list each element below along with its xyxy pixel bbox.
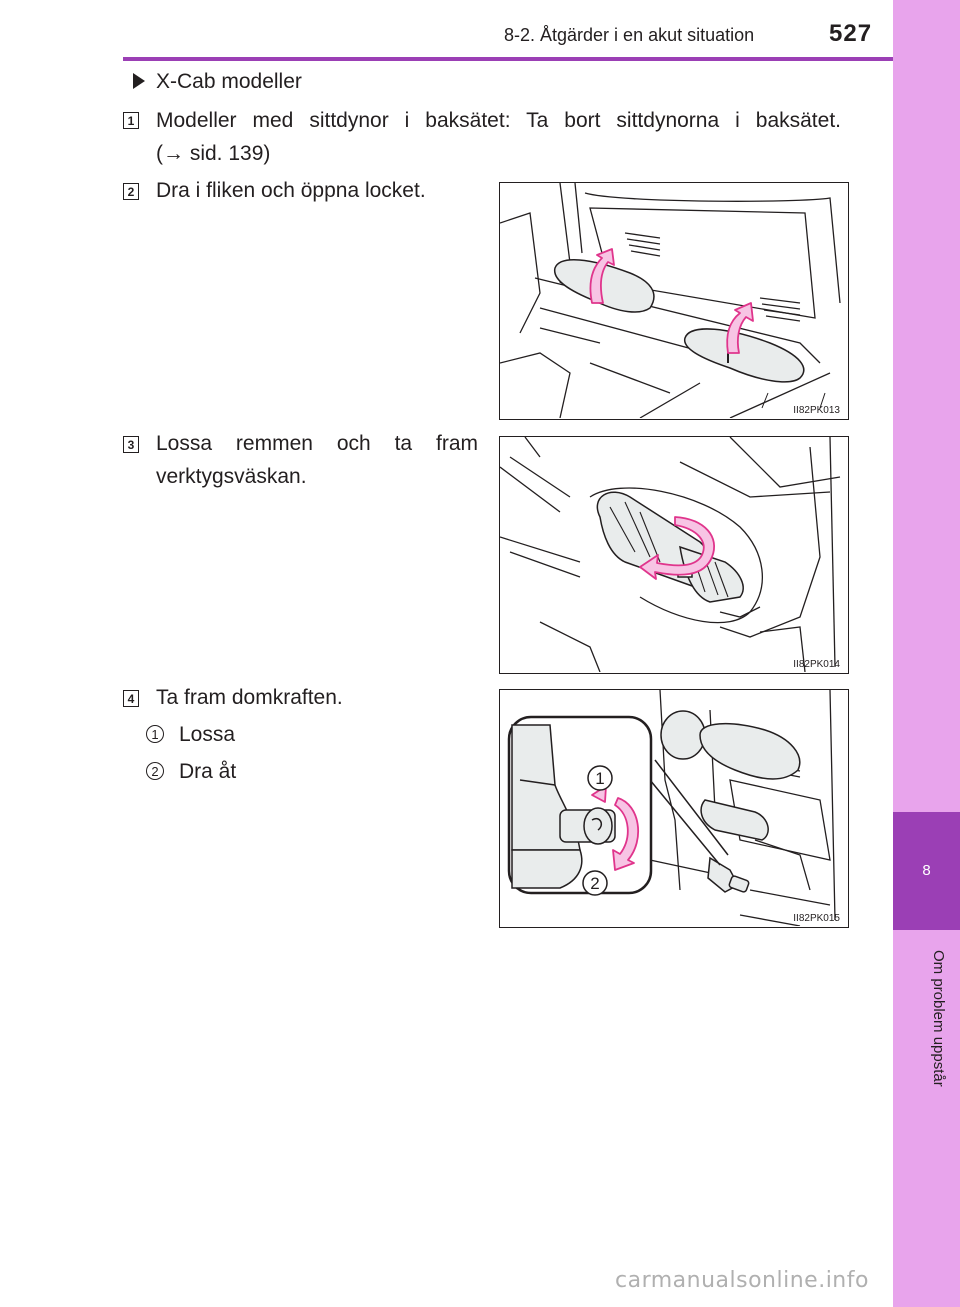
sub-item-label-2: Dra åt bbox=[179, 760, 237, 783]
figure-code: II82PK013 bbox=[793, 405, 840, 416]
callout-1: 1 bbox=[595, 769, 604, 788]
page-number: 527 bbox=[829, 20, 873, 47]
figure-code: II82PK014 bbox=[793, 659, 840, 670]
chapter-title: Om problem uppstår bbox=[930, 950, 947, 1087]
figure-jack-removal: 1 2 II82PK015 bbox=[499, 689, 849, 928]
chapter-tab-text: 8 Om problem uppstår bbox=[893, 0, 960, 1307]
header-rule bbox=[123, 57, 893, 61]
step-1-text: Modeller med sittdynor i baksätet: Ta bo… bbox=[156, 109, 841, 132]
rear-seat-storage-illustration bbox=[500, 183, 841, 418]
step-number-4: 4 bbox=[123, 690, 139, 707]
step-3-text-line2: verktygsväskan. bbox=[156, 465, 307, 488]
triangle-bullet-icon bbox=[133, 73, 145, 89]
step-number-1: 1 bbox=[123, 112, 139, 129]
figure-open-lids: II82PK013 bbox=[499, 182, 849, 420]
step-number-2: 2 bbox=[123, 183, 139, 200]
chapter-number-box bbox=[893, 812, 960, 930]
tool-bag-illustration bbox=[500, 437, 841, 672]
model-heading: X-Cab modeller bbox=[156, 70, 302, 93]
section-title: 8-2. Åtgärder i en akut situation bbox=[504, 25, 755, 45]
sub-item-number-2: 2 bbox=[146, 762, 164, 780]
step-number-3: 3 bbox=[123, 436, 139, 453]
step-4-text: Ta fram domkraften. bbox=[156, 686, 343, 709]
step-2-text: Dra i fliken och öppna locket. bbox=[156, 179, 426, 202]
sub-item-label-1: Lossa bbox=[179, 723, 236, 746]
chapter-side-tab bbox=[893, 0, 960, 1307]
watermark: carmanualsonline.info bbox=[615, 1268, 869, 1293]
figure-tool-bag: II82PK014 bbox=[499, 436, 849, 674]
step-3-text-line1: Lossa remmen och ta fram bbox=[156, 432, 478, 455]
figure-code: II82PK015 bbox=[793, 913, 840, 924]
jack-removal-illustration: 1 2 bbox=[507, 690, 836, 926]
callout-2: 2 bbox=[590, 874, 599, 893]
step-1-reference: (→ sid. 139) bbox=[156, 142, 271, 165]
sub-item-number-1: 1 bbox=[146, 725, 164, 743]
chapter-number: 8 bbox=[922, 862, 931, 879]
